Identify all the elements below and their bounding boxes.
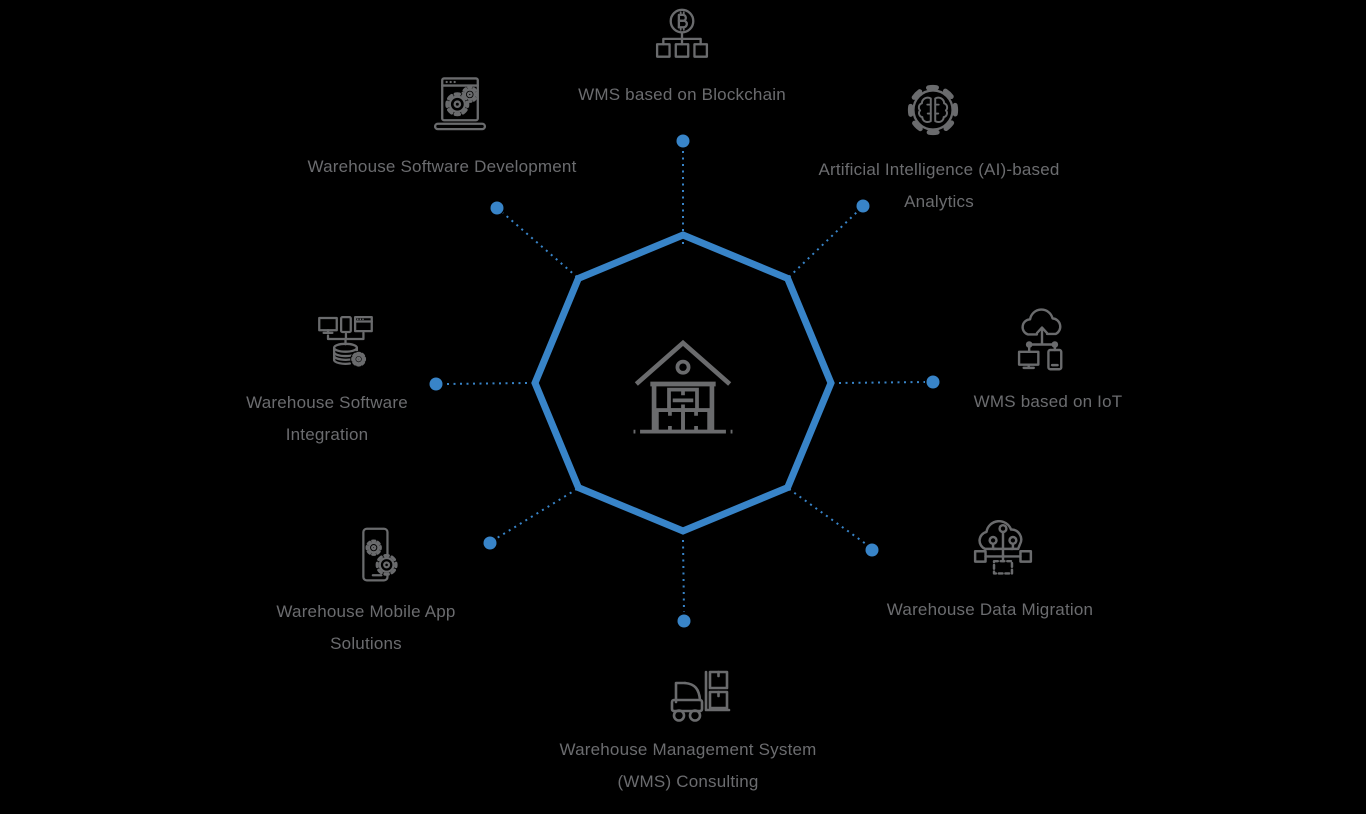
software-development-icon bbox=[428, 74, 492, 138]
node-ai-analytics-label-line2: Analytics bbox=[904, 192, 974, 211]
connector-dot-bottom bbox=[677, 614, 691, 628]
connector-line-top-right bbox=[788, 211, 858, 278]
node-software-development-label: Warehouse Software Development bbox=[307, 157, 577, 176]
mobile-app-icon bbox=[347, 527, 409, 589]
node-consulting: Warehouse Management System (WMS) Consul… bbox=[508, 670, 868, 798]
node-blockchain-label: WMS based on Blockchain bbox=[578, 85, 786, 104]
node-software-integration-label-line1: Warehouse Software bbox=[246, 393, 408, 412]
connector-line-bottom-left bbox=[496, 488, 578, 539]
node-mobile-app-label-line1: Warehouse Mobile App bbox=[276, 602, 456, 621]
forklift-icon bbox=[662, 670, 736, 726]
node-data-migration: Warehouse Data Migration bbox=[810, 513, 1170, 626]
connector-dot-bottom-left bbox=[483, 536, 497, 550]
connector-line-bottom-right bbox=[788, 488, 867, 545]
node-mobile-app: Warehouse Mobile App Solutions bbox=[186, 527, 546, 660]
connector-dot-top-left bbox=[490, 201, 504, 215]
node-data-migration-label: Warehouse Data Migration bbox=[886, 600, 1094, 619]
connector-dot-right bbox=[926, 375, 940, 389]
node-iot-label: WMS based on IoT bbox=[973, 392, 1123, 411]
connector-line-bottom bbox=[682, 539, 685, 613]
connector-dot-bottom-right bbox=[865, 543, 879, 557]
ai-gear-brain-icon bbox=[901, 78, 965, 142]
connector-line-top-left bbox=[502, 212, 578, 278]
node-iot: WMS based on IoT bbox=[868, 306, 1228, 418]
data-migration-icon bbox=[969, 513, 1037, 581]
node-ai-analytics-label-line1: Artificial Intelligence (AI)-based bbox=[818, 160, 1060, 179]
node-software-integration: Warehouse Software Integration bbox=[147, 311, 507, 451]
connector-line-right bbox=[838, 381, 926, 384]
node-consulting-label-line1: Warehouse Management System bbox=[559, 740, 817, 759]
node-software-development: Warehouse Software Development bbox=[262, 74, 622, 183]
node-mobile-app-label-line2: Solutions bbox=[330, 634, 402, 653]
node-software-integration-label-line2: Integration bbox=[285, 425, 369, 444]
octagon-outline bbox=[531, 231, 835, 535]
node-consulting-label-line2: (WMS) Consulting bbox=[617, 772, 759, 791]
iot-cloud-icon bbox=[1009, 306, 1075, 372]
software-integration-icon bbox=[314, 311, 377, 374]
blockchain-icon bbox=[650, 6, 714, 70]
connector-dot-top-right bbox=[856, 199, 870, 213]
warehouse-icon bbox=[627, 328, 739, 445]
connector-dot-left bbox=[429, 377, 443, 391]
connector-line-left bbox=[443, 382, 528, 385]
node-ai-analytics: Artificial Intelligence (AI)-based Analy… bbox=[759, 78, 1119, 218]
node-blockchain: WMS based on Blockchain bbox=[502, 6, 862, 111]
connector-dot-top bbox=[676, 134, 690, 148]
